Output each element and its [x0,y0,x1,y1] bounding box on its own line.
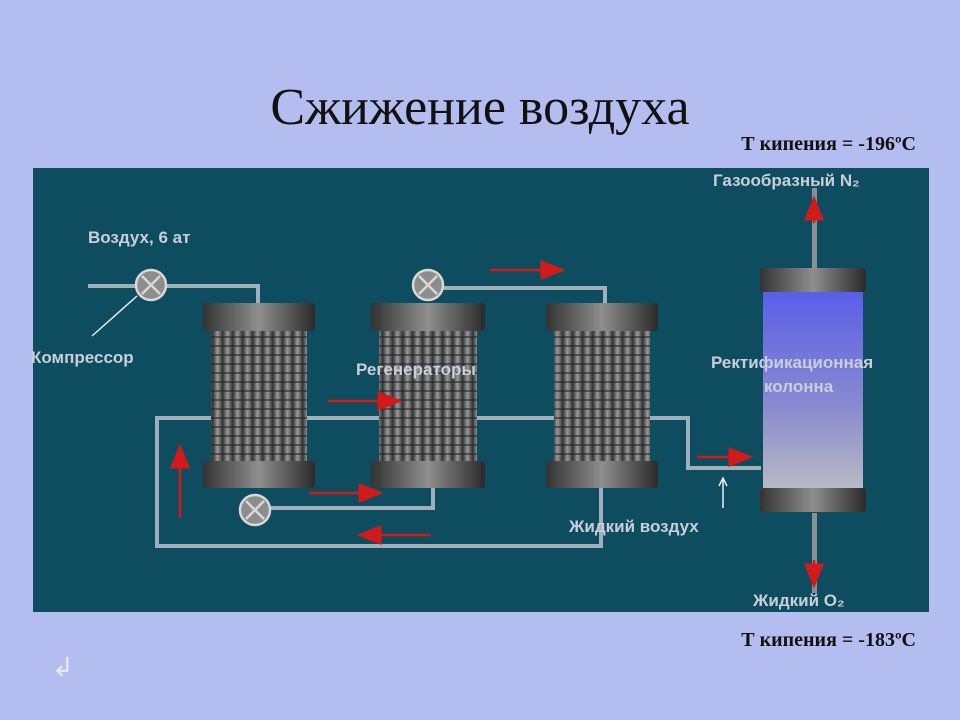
bottom-pipe-r2 [266,488,435,510]
compressor-label: Компрессор [31,348,134,367]
column-label-line2: колонна [764,377,834,396]
liquid-air-label: Жидкий воздух [569,517,699,536]
column-label-line1: Ректификационная [711,353,874,372]
regenerators-label: Регенераторы [356,360,476,379]
top-pipe-r2-r3 [428,286,607,303]
gas-n2-label: Газообразный N₂ [713,171,860,190]
boiling-point-n2: Т кипения = -196ºС [741,133,916,155]
pointer-lines [91,295,728,508]
air-liquefaction-diagram: Воздух, 6 ат Компрессор Регенераторы Рек… [31,168,929,612]
regenerator-3 [546,303,658,488]
regenerator-2 [371,303,485,488]
compressor-valve [134,268,168,302]
liquid-o2-label: Жидкий O₂ [753,591,845,610]
rectification-column [760,188,866,593]
return-arrow-icon[interactable]: ↲ [52,652,74,682]
flow-arrows [170,195,824,589]
mid-loop-pipe [155,416,603,548]
air-label: Воздух, 6 ат [88,228,191,247]
valves [134,268,445,527]
slide-title: Сжижение воздуха [270,79,690,136]
regenerator-1 [203,303,315,488]
air-inlet-pipe [88,284,260,303]
boiling-point-o2: Т кипения = -183ºС [741,629,916,651]
valve-bottom-r1 [238,493,272,527]
diagram-graphics [88,188,866,593]
valve-top-r2 [411,268,445,302]
